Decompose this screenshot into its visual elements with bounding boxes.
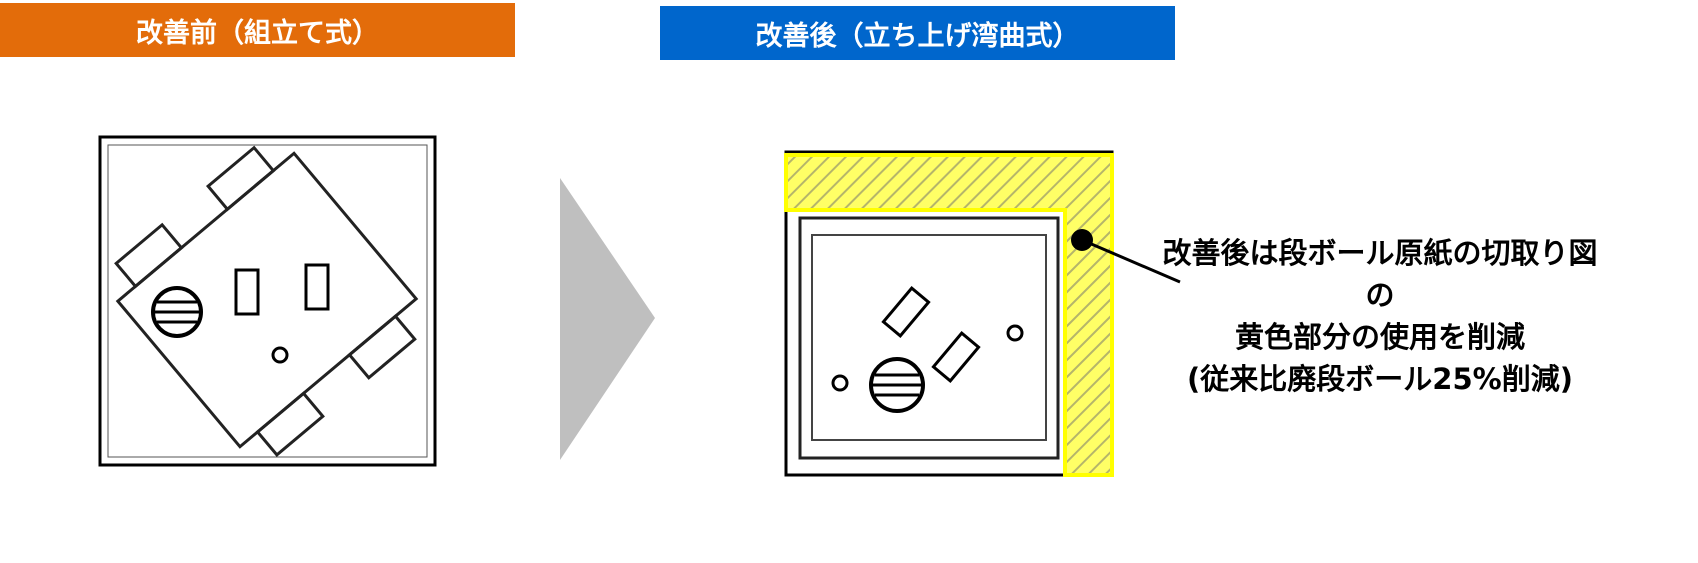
callout-line [1081,238,1181,284]
note-line-3: (従来比廃段ボール25%削減) [1187,362,1573,396]
before-cutout-drawing [98,135,437,467]
callout-note: 改善後は段ボール原紙の切取り図の 黄色部分の使用を削減 (従来比廃段ボール25%… [1160,232,1600,400]
before-header: 改善前（組立て式） [0,3,515,57]
note-line-1: 改善後は段ボール原紙の切取り図の [1162,236,1598,312]
before-label: 改善前（組立て式） [136,17,379,49]
after-header: 改善後（立ち上げ湾曲式） [660,6,1175,60]
reduced-area-highlight [784,153,1114,477]
arrow-right-icon [560,178,655,460]
after-label: 改善後（立ち上げ湾曲式） [755,20,1080,52]
after-cutout-drawing [784,150,1114,477]
note-line-2: 黄色部分の使用を削減 [1234,320,1525,354]
